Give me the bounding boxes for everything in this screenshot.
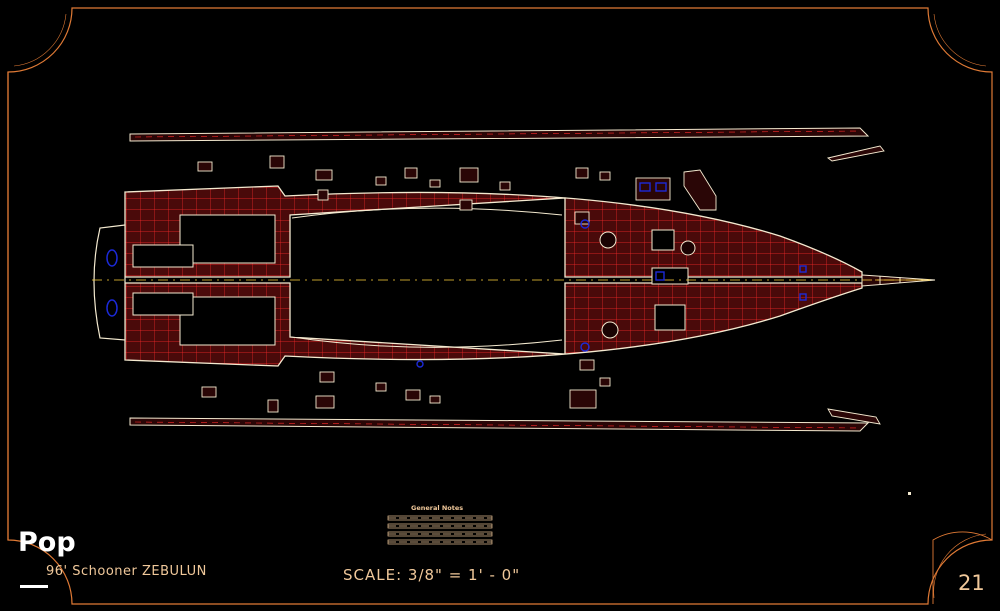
sheet-number: 21 xyxy=(958,571,985,595)
sheet-border xyxy=(7,7,993,605)
deck-fittings-upper xyxy=(197,155,717,225)
reference-mark xyxy=(908,492,911,495)
deck-fittings-lower xyxy=(201,359,611,413)
notes-title: General Notes xyxy=(411,504,463,512)
starboard-rail-strip xyxy=(129,408,881,432)
scale-label: SCALE: 3/8" = 1' - 0" xyxy=(343,566,521,584)
bowsprit xyxy=(861,274,936,287)
general-notes-block: General Notes xyxy=(387,504,493,545)
stern-transom xyxy=(93,224,126,341)
deck-upper-half xyxy=(124,185,863,278)
blue-markers xyxy=(416,182,807,368)
brand-underline xyxy=(20,585,48,588)
vessel-title: 96' Schooner ZEBULUN xyxy=(46,564,207,579)
cockpit-openings xyxy=(132,214,276,346)
brand-logo: Pop xyxy=(18,527,76,558)
deck-lower-half xyxy=(124,282,863,367)
port-rail-strip xyxy=(129,127,885,162)
